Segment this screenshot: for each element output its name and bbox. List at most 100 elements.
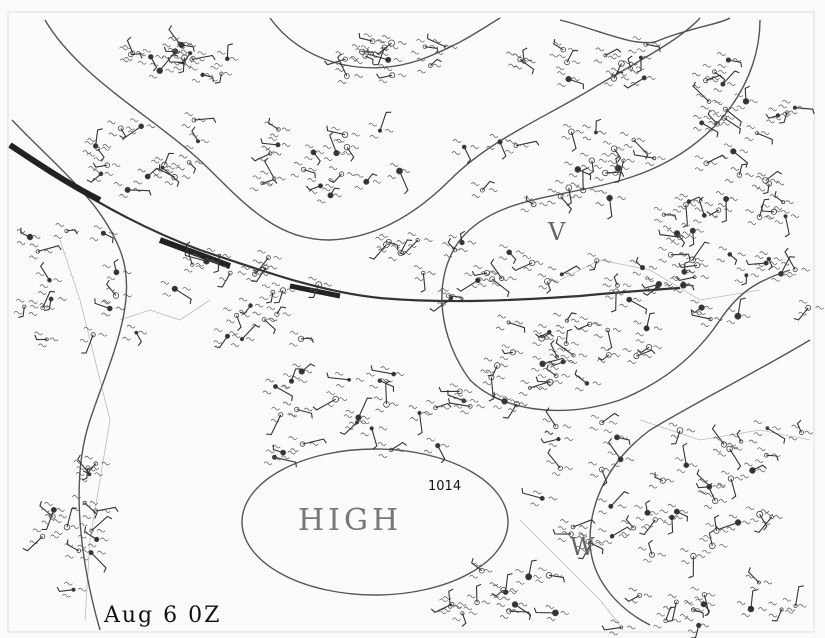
station-plot: [549, 39, 577, 58]
station-plot: [694, 154, 727, 172]
station-plot: [102, 279, 132, 304]
station-plot: [755, 251, 783, 271]
station-plot: [28, 291, 56, 316]
station-plot: [535, 324, 565, 340]
station-plot: [684, 617, 710, 638]
station-plot: [518, 380, 551, 396]
station-plot: [716, 246, 746, 266]
station-plot: [703, 482, 728, 509]
station-plot: [604, 70, 630, 87]
station-plot: [729, 429, 758, 450]
station-plot: [511, 255, 544, 272]
station-plot: [490, 258, 517, 287]
station-plot: [711, 70, 740, 92]
station-plot: [533, 605, 569, 621]
station-plot: [29, 243, 62, 260]
station-plot: [679, 601, 704, 618]
station-plot: [367, 49, 403, 68]
isobar-ne: [559, 17, 731, 44]
station-plot: [470, 180, 498, 198]
station-plot: [264, 117, 291, 138]
station-plot: [492, 573, 517, 601]
station-plot: [376, 67, 407, 84]
station-plot: [160, 280, 192, 305]
station-plot: [637, 539, 667, 563]
station-plot: [437, 588, 463, 615]
station-plot: [703, 109, 730, 132]
station-plot: [765, 107, 789, 124]
station-plot: [483, 357, 508, 377]
station-plot: [184, 250, 218, 270]
station-plot: [387, 163, 410, 195]
station-plot: [499, 344, 524, 361]
station-plot: [413, 265, 436, 293]
station-plot: [408, 405, 433, 436]
station-plot: [753, 509, 783, 534]
isobar-se: [589, 339, 811, 626]
boundary-lines: [59, 239, 811, 626]
station-plot: [77, 544, 107, 573]
station-plot: [575, 533, 604, 555]
region-label-v: V: [547, 218, 566, 246]
station-plot: [53, 223, 80, 239]
station-plot: [717, 440, 743, 471]
station-plot: [448, 230, 477, 251]
isobar-value-label: 1014: [428, 479, 461, 494]
station-plot: [555, 49, 581, 71]
station-plot: [354, 173, 382, 190]
station-plot: [603, 429, 631, 446]
station-plot: [501, 137, 540, 154]
station-plot: [372, 39, 399, 66]
station-plot: [711, 424, 737, 453]
station-plot: [369, 236, 401, 260]
station-plot: [423, 437, 450, 464]
station-plot: [658, 229, 697, 246]
station-plot: [214, 43, 239, 67]
station-plot: [552, 526, 587, 542]
station-plot: [671, 261, 695, 280]
station-plot: [486, 134, 516, 160]
station-plot: [92, 157, 121, 174]
station-plot: [632, 149, 666, 167]
station-plot: [496, 603, 531, 619]
station-plot: [82, 128, 112, 154]
station-plot: [345, 397, 373, 426]
station-plot: [89, 225, 118, 244]
station-plot: [580, 152, 608, 175]
station-plot: [477, 271, 510, 297]
station-plot: [555, 179, 585, 206]
station-plot: [290, 161, 317, 179]
station-plot: [188, 66, 214, 83]
station-plot: [213, 328, 241, 349]
station-plot: [76, 454, 103, 483]
station-plot: [677, 193, 703, 210]
station-plot: [438, 383, 473, 400]
isobars: [11, 17, 811, 631]
station-plot: [601, 619, 636, 636]
station-plot: [653, 606, 682, 629]
station-plot: [648, 472, 675, 489]
station-plot: [370, 365, 405, 382]
station-plot: [333, 139, 360, 162]
station-plot: [416, 57, 442, 74]
station-plot: [629, 256, 658, 276]
station-plot: [653, 206, 677, 223]
station-plot: [593, 47, 622, 64]
station-plot: [734, 85, 758, 110]
station-plot: [82, 503, 119, 519]
station-plot: [322, 131, 352, 161]
station-plot: [308, 276, 332, 298]
station-plot: [357, 420, 388, 450]
station-plot: [662, 225, 691, 248]
station-plot: [122, 324, 147, 346]
station-plot: [119, 118, 156, 140]
station-plot: [618, 55, 645, 77]
isobar-top-curve: [269, 17, 501, 69]
station-plot: [716, 470, 744, 500]
station-plot: [634, 500, 659, 521]
station-plot: [695, 478, 721, 495]
station-plot: [703, 514, 729, 539]
station-plot: [71, 495, 99, 519]
